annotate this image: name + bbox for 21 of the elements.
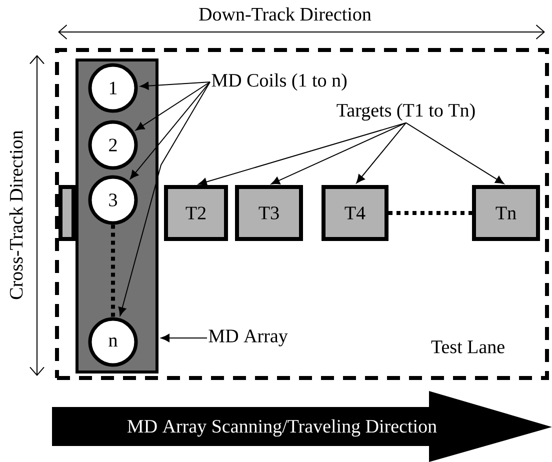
arrow bbox=[198, 122, 406, 186]
target-box: Tn bbox=[472, 184, 540, 241]
callout-text: Targets (T1 to Tn) bbox=[336, 103, 475, 121]
arrow bbox=[140, 82, 210, 90]
arrow bbox=[356, 122, 406, 184]
callout-text: MD Coils (1 to n) bbox=[212, 73, 347, 91]
arrow bbox=[118, 82, 210, 316]
callout-text: MD Array bbox=[208, 330, 288, 346]
dotted-line bbox=[388, 210, 472, 215]
arrow bbox=[160, 334, 208, 342]
arrow bbox=[136, 82, 210, 131]
direction-label: Cross-Track Direction bbox=[9, 130, 23, 300]
direction-label: Down-Track Direction bbox=[199, 7, 372, 21]
target-box bbox=[58, 184, 76, 241]
target-box: T3 bbox=[235, 184, 303, 241]
arrow bbox=[130, 82, 210, 180]
arrow bbox=[406, 122, 504, 184]
arrow bbox=[271, 122, 406, 184]
target-box: T4 bbox=[322, 184, 388, 241]
target-box: T2 bbox=[164, 184, 228, 241]
dotted-line bbox=[111, 224, 115, 318]
